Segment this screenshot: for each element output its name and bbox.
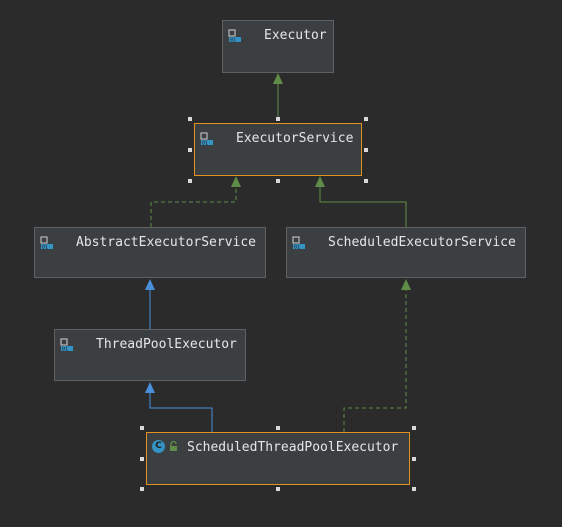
svg-text:01: 01 [202,141,208,146]
selection-handle[interactable] [412,426,416,430]
edge-arrowhead [401,279,411,290]
node-label: Executor [264,28,327,43]
node-abstract-executor-service[interactable]: 01 AbstractExecutorService [34,227,266,278]
selection-handle[interactable] [140,487,144,491]
edge-scheduledthreadpoolexecutor-scheduledexecutorservice [343,290,407,432]
node-executor[interactable]: 01 Executor [222,20,334,73]
selection-handle[interactable] [140,426,144,430]
node-executor-service[interactable]: 01 ExecutorService [194,123,362,176]
interface-icon: 01 [292,236,305,250]
selection-handle[interactable] [412,487,416,491]
class-icon: 01 [60,338,73,352]
lock-open-icon [170,441,177,451]
node-label: ScheduledThreadPoolExecutor [187,440,399,455]
edge-scheduledexecutorservice-executorservice [319,187,407,227]
selection-handle[interactable] [140,457,144,461]
class-icon: C [152,440,165,453]
interface-icon: 01 [228,29,241,43]
interface-icon: 01 [200,132,213,146]
selection-handle[interactable] [276,179,280,183]
abstract-class-icon: 01 [40,236,53,250]
selection-handle[interactable] [364,179,368,183]
edge-arrowhead [315,176,325,187]
node-thread-pool-executor[interactable]: 01 ThreadPoolExecutor [54,329,246,381]
node-label: AbstractExecutorService [76,235,257,250]
node-label: ThreadPoolExecutor [96,337,237,352]
selection-handle[interactable] [412,457,416,461]
selection-handle[interactable] [364,117,368,121]
selection-handle[interactable] [188,179,192,183]
svg-text:01: 01 [42,245,48,250]
node-scheduled-executor-service[interactable]: 01 ScheduledExecutorService [286,227,526,278]
node-label: ExecutorService [236,131,354,146]
svg-text:01: 01 [294,245,300,250]
svg-text:01: 01 [230,38,236,43]
selection-handle[interactable] [364,148,368,152]
edge-arrowhead [145,382,155,393]
selection-handle[interactable] [276,487,280,491]
edge-arrowhead [231,176,241,187]
edge-arrowhead [145,279,155,290]
edge-scheduledthreadpoolexecutor-threadpoolexecutor [149,393,213,432]
node-label: ScheduledExecutorService [328,235,516,250]
edge-arrowhead [273,73,283,84]
selection-handle[interactable] [276,117,280,121]
svg-text:01: 01 [62,347,68,352]
edge-abstractexecutorservice-executorservice [150,187,237,227]
selection-handle[interactable] [188,148,192,152]
selection-handle[interactable] [276,426,280,430]
selection-handle[interactable] [188,117,192,121]
node-scheduled-thread-pool-executor[interactable]: C ScheduledThreadPoolExecutor [146,432,410,485]
